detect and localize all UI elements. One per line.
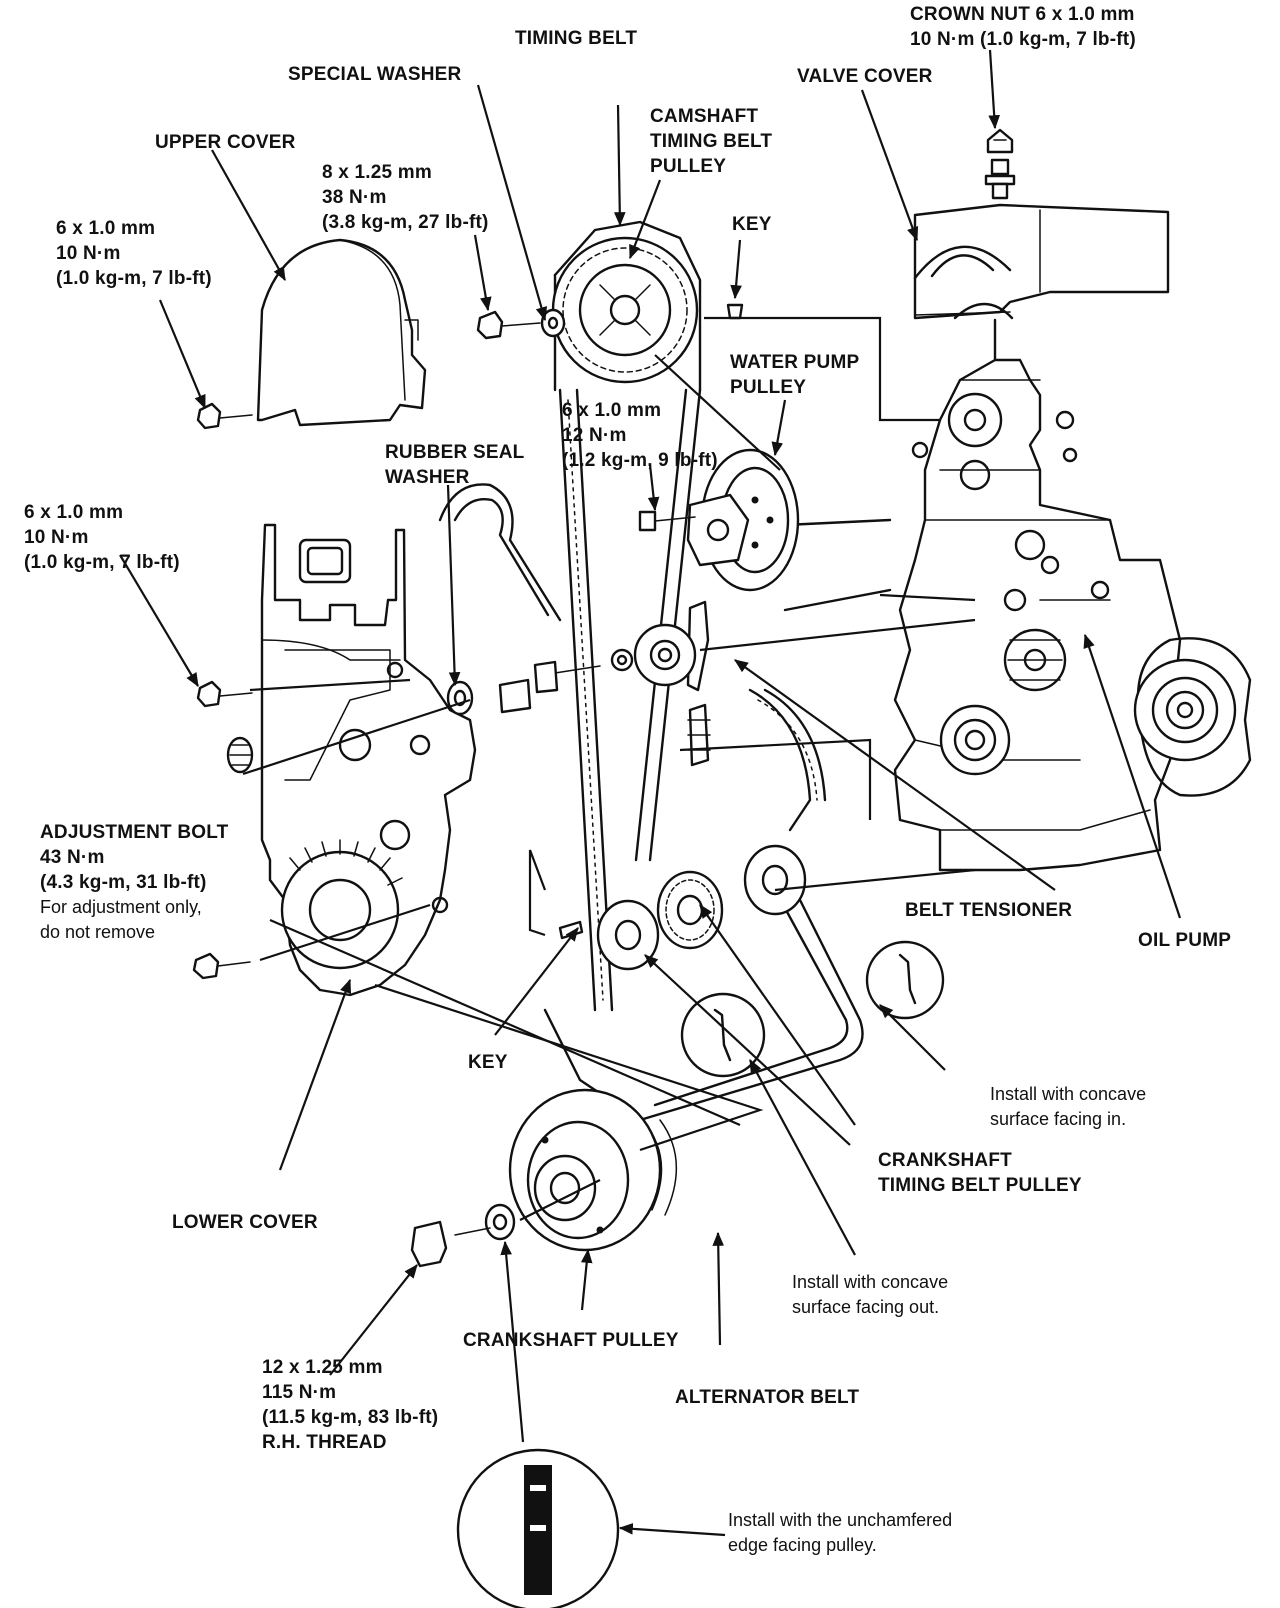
crank-bolt-spec-line-1: 12 x 1.25 mm bbox=[262, 1357, 383, 1378]
note-adjustment-only: For adjustment only, do not remove bbox=[40, 895, 202, 945]
camshaft-pulley bbox=[551, 220, 702, 392]
rubber-seal-washer-line-2: WASHER bbox=[385, 467, 470, 488]
camshaft-pulley-line-3: PULLEY bbox=[650, 156, 727, 177]
label-timing-belt: TIMING BELT bbox=[515, 28, 638, 49]
label-crank-bolt-spec: 12 x 1.25 mm 115 N·m (11.5 kg-m, 83 lb-f… bbox=[262, 1355, 438, 1455]
adjustment-bolt-line-1: ADJUSTMENT BOLT bbox=[40, 822, 229, 843]
label-rubber-seal-washer: RUBBER SEAL WASHER bbox=[385, 440, 524, 490]
belt-tensioner-drawing bbox=[446, 600, 711, 767]
adjustment-bolt-line-3: (4.3 kg-m, 31 lb-ft) bbox=[40, 872, 207, 893]
leader-lines bbox=[242, 316, 976, 1221]
crank-bolt-spec-line-2: 115 N·m bbox=[262, 1382, 337, 1403]
upper-cover-bolt-spec-line-3: (1.0 kg-m, 7 lb-ft) bbox=[56, 268, 212, 289]
crank-timing-pulley-line-1: CRANKSHAFT bbox=[878, 1150, 1012, 1171]
note-unchamfered-edge: Install with the unchamfered edge facing… bbox=[728, 1508, 952, 1558]
label-crankshaft-pulley: CRANKSHAFT PULLEY bbox=[463, 1330, 679, 1351]
label-upper-cover: UPPER COVER bbox=[155, 132, 296, 153]
wp-bolt-spec-line-3: (1.2 kg-m, 9 lb-ft) bbox=[562, 450, 718, 471]
valve-cover bbox=[913, 203, 1170, 320]
install-in-line-1: Install with concave bbox=[990, 1084, 1147, 1104]
install-in-line-2: surface facing in. bbox=[990, 1109, 1127, 1129]
arrows bbox=[119, 49, 1182, 1537]
label-alternator-belt: ALTERNATOR BELT bbox=[675, 1387, 860, 1408]
detail-circles bbox=[456, 940, 945, 1608]
water-pump-pulley bbox=[638, 448, 892, 612]
upper-cover bbox=[256, 238, 427, 427]
upper-cover-bolt-spec-line-2: 10 N·m bbox=[56, 243, 121, 264]
camshaft-pulley-line-1: CAMSHAFT bbox=[650, 106, 759, 127]
lower-cover-bolt-spec-line-1: 6 x 1.0 mm bbox=[24, 502, 124, 523]
label-special-washer: SPECIAL WASHER bbox=[288, 64, 462, 85]
adjustment-note-line-2: do not remove bbox=[40, 922, 156, 942]
label-camshaft-timing-belt-pulley: CAMSHAFT TIMING BELT PULLEY bbox=[650, 104, 772, 179]
install-unchamfered-line-2: edge facing pulley. bbox=[728, 1535, 877, 1555]
label-key-bottom: KEY bbox=[468, 1052, 508, 1073]
label-water-pump-bolt-spec: 6 x 1.0 mm 12 N·m (1.2 kg-m, 9 lb-ft) bbox=[562, 398, 718, 473]
crank-bolt-spec-line-4: R.H. THREAD bbox=[262, 1432, 387, 1453]
label-key-top: KEY bbox=[732, 214, 772, 235]
label-lower-cover: LOWER COVER bbox=[172, 1212, 318, 1233]
oil-pump-assembly bbox=[1133, 637, 1252, 797]
crank-bolt-spec-line-3: (11.5 kg-m, 83 lb-ft) bbox=[262, 1407, 439, 1428]
fasteners bbox=[192, 303, 744, 980]
water-pump-pulley-line-2: PULLEY bbox=[730, 377, 807, 398]
label-upper-cover-bolt-spec: 6 x 1.0 mm 10 N·m (1.0 kg-m, 7 lb-ft) bbox=[56, 216, 212, 291]
cam-bolt-spec-line-2: 38 N·m bbox=[322, 187, 387, 208]
adjustment-note-line-1: For adjustment only, bbox=[40, 897, 202, 917]
camshaft-pulley-line-2: TIMING BELT bbox=[650, 131, 773, 152]
lower-cover-bolt-spec-line-2: 10 N·m bbox=[24, 527, 89, 548]
upper-cover-bolt-spec-line-1: 6 x 1.0 mm bbox=[56, 218, 156, 239]
crown-nut-line-1: CROWN NUT 6 x 1.0 mm bbox=[910, 4, 1135, 25]
label-cam-bolt-spec: 8 x 1.25 mm 38 N·m (3.8 kg-m, 27 lb-ft) bbox=[322, 160, 489, 235]
engine-block bbox=[893, 318, 1182, 872]
wp-bolt-spec-line-1: 6 x 1.0 mm bbox=[562, 400, 662, 421]
adjustment-bolt-line-2: 43 N·m bbox=[40, 847, 105, 868]
crown-nut bbox=[984, 128, 1016, 200]
label-adjustment-bolt: ADJUSTMENT BOLT 43 N·m (4.3 kg-m, 31 lb-… bbox=[40, 820, 228, 895]
label-valve-cover: VALVE COVER bbox=[797, 66, 933, 87]
crown-nut-line-2: 10 N·m (1.0 kg-m, 7 lb-ft) bbox=[910, 29, 1136, 50]
label-lower-cover-bolt-spec: 6 x 1.0 mm 10 N·m (1.0 kg-m, 7 lb-ft) bbox=[24, 500, 180, 575]
label-oil-pump: OIL PUMP bbox=[1138, 930, 1232, 951]
note-concave-facing-out: Install with concave surface facing out. bbox=[792, 1270, 948, 1320]
cam-bolt-spec-line-1: 8 x 1.25 mm bbox=[322, 162, 432, 183]
label-crown-nut: CROWN NUT 6 x 1.0 mm 10 N·m (1.0 kg-m, 7… bbox=[910, 2, 1136, 52]
crankshaft-pulley-drawing bbox=[410, 1088, 678, 1268]
crank-timing-pulley-drawing bbox=[558, 844, 807, 971]
lower-cover-bolt-spec-line-3: (1.0 kg-m, 7 lb-ft) bbox=[24, 552, 180, 573]
install-out-line-2: surface facing out. bbox=[792, 1297, 940, 1317]
install-out-line-1: Install with concave bbox=[792, 1272, 949, 1292]
rubber-seal-washer-line-1: RUBBER SEAL bbox=[385, 442, 525, 463]
note-concave-facing-in: Install with concave surface facing in. bbox=[990, 1082, 1146, 1132]
cam-bolt-spec-line-3: (3.8 kg-m, 27 lb-ft) bbox=[322, 212, 489, 233]
install-unchamfered-line-1: Install with the unchamfered bbox=[728, 1510, 953, 1530]
wp-bolt-spec-line-2: 12 N·m bbox=[562, 425, 627, 446]
alternator-belt-drawing bbox=[438, 483, 864, 1122]
label-belt-tensioner: BELT TENSIONER bbox=[905, 900, 1073, 921]
label-crankshaft-timing-belt-pulley: CRANKSHAFT TIMING BELT PULLEY bbox=[878, 1148, 1082, 1198]
water-pump-pulley-line-1: WATER PUMP bbox=[730, 352, 860, 373]
label-water-pump-pulley: WATER PUMP PULLEY bbox=[730, 350, 859, 400]
crank-timing-pulley-line-2: TIMING BELT PULLEY bbox=[878, 1175, 1082, 1196]
